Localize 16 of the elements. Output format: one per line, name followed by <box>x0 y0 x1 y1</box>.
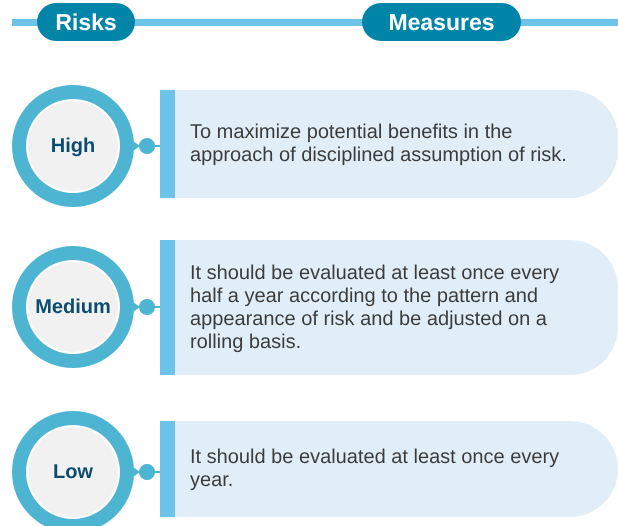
header-pill <box>362 3 521 41</box>
label-text: It should be evaluated at least once every year. <box>190 446 560 492</box>
label-text: Low <box>53 460 93 484</box>
label-text: High <box>50 134 96 158</box>
pointer-connector <box>133 299 160 315</box>
measure-card <box>160 240 618 375</box>
header-pill <box>37 3 135 41</box>
label-text: To maximize potential benefits in the approach of disciplined assumption of risk. <box>190 121 568 167</box>
label-text: Medium <box>35 296 111 318</box>
measure-card <box>160 421 618 517</box>
measure-card <box>160 90 618 198</box>
label-text: It should be evaluated at least once every half a year according to the pattern and appearance of risk and be adjusted on a rolling basis. <box>190 262 560 354</box>
label-text: Risks <box>55 8 117 36</box>
label-text: Measures <box>388 8 495 36</box>
pointer-connector <box>133 464 160 480</box>
pointer-connector <box>133 138 160 154</box>
